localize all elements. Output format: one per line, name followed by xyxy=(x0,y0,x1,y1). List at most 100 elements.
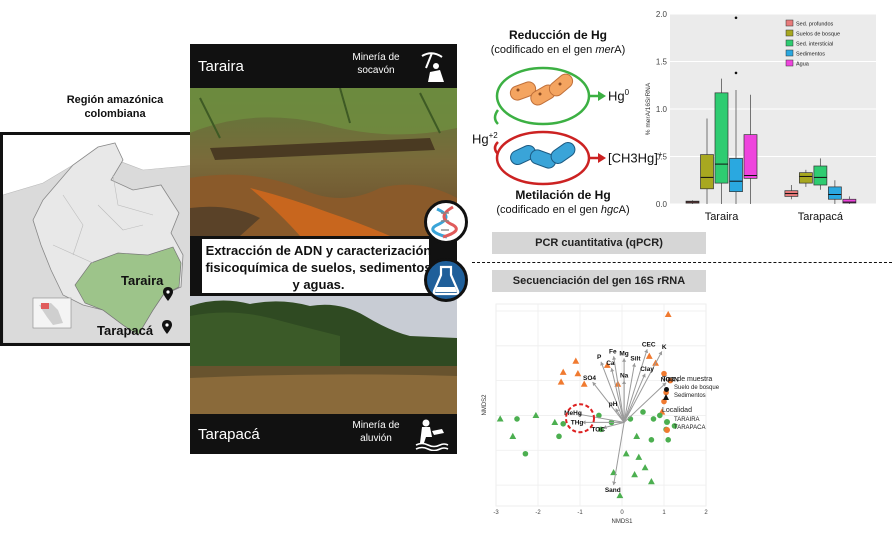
pin-tarapaca-icon xyxy=(162,320,172,334)
nmds-vector-label: pH xyxy=(609,401,618,408)
nmds-vector-arrowhead xyxy=(582,420,586,425)
boxplot-ytick: 0.5 xyxy=(656,153,668,162)
legend-loc-title: Localidad xyxy=(662,407,692,414)
nmds-vector xyxy=(623,351,663,423)
boxplot-box xyxy=(743,134,758,179)
nmds-vector-label: CEC xyxy=(642,342,656,349)
colombia-map-svg xyxy=(3,135,197,343)
taraira-title: Taraira xyxy=(198,58,244,75)
nmds-point-dot xyxy=(514,416,520,422)
nmds-point-triangle xyxy=(616,491,624,499)
nmds-vector xyxy=(623,373,646,423)
boxplot-legend-label: Agua xyxy=(796,62,810,68)
nmds-vector-label: Ca xyxy=(606,360,615,367)
nmds-highlight-circle xyxy=(565,403,595,434)
nmds-point-triangle xyxy=(572,357,580,364)
nmds-point-dot xyxy=(648,437,655,443)
methylating-bacteria-icon xyxy=(510,142,576,169)
nmds-vector xyxy=(623,363,636,423)
nmds-xtick: 0 xyxy=(620,510,624,516)
nmds-vector-label: TOC xyxy=(591,426,605,433)
legend-green-marker xyxy=(664,419,670,425)
nmds-xtick: -2 xyxy=(535,510,541,516)
nmds-legend: Tipo de muestra Suelo de bosque Sediment… xyxy=(662,376,758,468)
qpcr-banner: PCR cuantitativa (qPCR) xyxy=(492,232,706,254)
legend-dot-marker xyxy=(664,387,669,392)
map-label-taraira: Taraira xyxy=(121,273,164,288)
boxplot-ytick: 0.0 xyxy=(656,200,668,209)
nmds-vector xyxy=(611,367,625,423)
nmds-vector-label: THg xyxy=(571,419,584,426)
flask-icon xyxy=(424,258,468,302)
boxplot-box xyxy=(799,172,813,184)
boxplot-legend-label: Sed. intersticial xyxy=(796,42,833,48)
nmds-vector xyxy=(613,356,625,423)
nmds-xtick: 2 xyxy=(704,510,708,516)
legend-type-1: Sedimentos xyxy=(674,393,706,399)
nmds-point-triangle xyxy=(559,368,567,375)
nmds-point-dot xyxy=(661,398,667,405)
nmds-vector-label: Clay xyxy=(640,366,654,373)
legend-loc-0: TARAIRA xyxy=(674,417,700,423)
boxplot-outlier xyxy=(734,71,738,75)
methylation-subtitle: (codificado en el gen hgcA) xyxy=(496,204,630,216)
boxplot-ytick: 1.5 xyxy=(656,58,668,67)
legend-triangle-marker xyxy=(663,394,669,400)
boxplot-outlier xyxy=(734,16,738,20)
nmds-vector-label: K xyxy=(662,344,667,351)
nmds-point-triangle xyxy=(664,310,672,318)
nmds-vector xyxy=(623,349,648,423)
boxplot-legend-swatch xyxy=(785,59,794,67)
boxplot-xtick: Tarapacá xyxy=(798,211,844,223)
extraction-box: Extracción de ADN y caracterización fisi… xyxy=(199,236,432,296)
nmds-vector-label: Na xyxy=(620,373,629,380)
nmds-point-triangle xyxy=(633,432,641,439)
dna-icon xyxy=(424,200,468,244)
nmds-point-triangle xyxy=(496,415,504,422)
nmds-vector-arrowhead xyxy=(641,373,646,378)
ch3hg-label: [CH3Hg]+ xyxy=(608,150,663,166)
taraira-photo xyxy=(190,88,457,236)
legend-type-0: Suelo de bosque xyxy=(674,385,720,391)
nmds-point-triangle xyxy=(574,370,582,377)
sequencing-banner: Secuenciación del gen 16S rRNA xyxy=(492,270,706,292)
boxplot-box xyxy=(813,165,828,186)
nmds-panel xyxy=(495,303,707,507)
section-divider xyxy=(472,262,892,263)
boxplot-ylabel: % merA/16SrRNA xyxy=(645,82,652,135)
boxplot-box xyxy=(729,158,743,192)
boxplot-box xyxy=(842,198,857,204)
boxplot-legend-swatch xyxy=(785,29,794,37)
boxplot-xtick: Taraira xyxy=(705,211,740,223)
nmds-point-dot xyxy=(661,370,667,377)
nmds-vector xyxy=(623,382,667,423)
boxplot-legend-swatch xyxy=(785,39,794,47)
nmds-point-triangle xyxy=(635,453,643,460)
nmds-vector-arrowhead xyxy=(600,361,605,366)
nmds-ylabel: NMDS2 xyxy=(482,394,488,416)
boxplot-ytick: 2.0 xyxy=(656,10,668,19)
reduction-title: Reducción de Hg xyxy=(508,28,607,42)
boxplot-box xyxy=(714,92,729,184)
tarapaca-photo xyxy=(190,296,457,414)
boxplot-legend-swatch xyxy=(785,49,794,57)
hg2-label: Hg+2 xyxy=(472,131,498,147)
nmds-point-triangle xyxy=(641,464,649,471)
legend-loc-1: TARAPACA xyxy=(674,425,706,431)
hg0-label: Hg0 xyxy=(608,88,630,104)
nmds-vector xyxy=(600,361,625,423)
reducing-bacteria-icon xyxy=(509,73,574,106)
nmds-vector-arrowhead xyxy=(603,425,607,430)
nmds-xtick: 1 xyxy=(662,510,666,516)
nmds-xlabel: NMDS1 xyxy=(611,519,633,524)
legend-type-title: Tipo de muestra xyxy=(662,376,713,383)
nmds-vector-label: NO3N xyxy=(661,376,679,383)
boxplot-legend-label: Sed. profundos xyxy=(796,22,834,28)
nmds-vector-label: MeHg xyxy=(564,410,582,417)
bacteria-diagram xyxy=(493,66,606,186)
nmds-point-dot xyxy=(667,377,674,384)
nmds-point-dot xyxy=(665,437,671,443)
boxplot-box xyxy=(700,154,714,190)
nmds-vector xyxy=(602,421,625,429)
